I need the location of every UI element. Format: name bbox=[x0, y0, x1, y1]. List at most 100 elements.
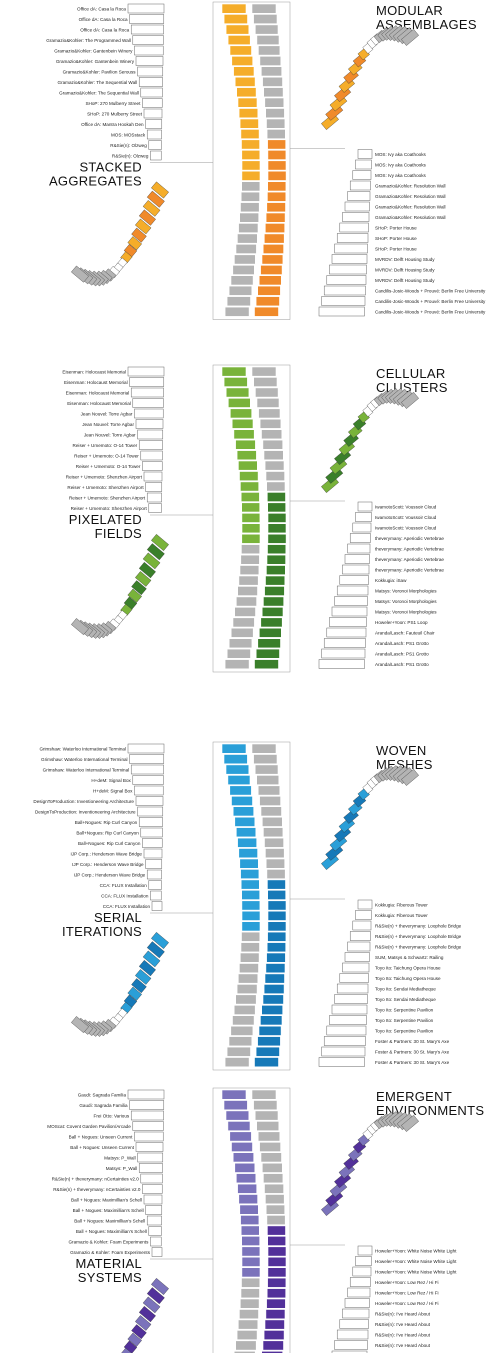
project-label: R&Sie(n) + theverymany: Loophole Bridge bbox=[375, 944, 462, 949]
project-label: Gramazio&Kohler: The Programmed Wall bbox=[46, 38, 131, 43]
band-segment bbox=[236, 450, 257, 461]
project-box bbox=[127, 3, 165, 14]
band-segment bbox=[267, 523, 287, 534]
band-segment bbox=[267, 512, 287, 523]
project-label: Howeler+Yoon: Low Rez / Hi Fi bbox=[375, 1280, 439, 1285]
project-label: Gramazio & Kohler: Foam Experiments bbox=[68, 1239, 149, 1244]
band-segment bbox=[239, 565, 260, 575]
band-segment bbox=[267, 931, 287, 942]
project-box bbox=[148, 1226, 162, 1236]
project-box bbox=[129, 377, 165, 387]
project-label: R&Sie(n) + theverymany: Loophole Bridge bbox=[375, 934, 462, 939]
band-segment bbox=[254, 1110, 279, 1121]
band-segment bbox=[251, 3, 277, 14]
band-segment bbox=[221, 3, 247, 14]
project-label: Gramazio & Kohler: Foam Experiments bbox=[70, 1250, 151, 1255]
project-box bbox=[140, 87, 163, 98]
project-box bbox=[145, 859, 163, 869]
project-box bbox=[143, 471, 163, 482]
project-box bbox=[151, 901, 163, 911]
project-box bbox=[130, 1110, 164, 1121]
band-segment bbox=[257, 285, 281, 296]
band-segment bbox=[241, 910, 261, 921]
band-segment bbox=[266, 1298, 286, 1309]
band-segment bbox=[233, 1004, 256, 1015]
band-segment bbox=[239, 1204, 259, 1215]
project-box bbox=[326, 1025, 367, 1036]
project-label: R&Sie(n) + theverymany: nCertainties v2.… bbox=[52, 1176, 140, 1181]
band-segment bbox=[241, 1277, 261, 1288]
band-segment bbox=[267, 191, 287, 202]
band-segment bbox=[253, 14, 278, 24]
band-segment bbox=[264, 586, 285, 596]
project-label: Howeler+Yoon: White Noise White Light bbox=[375, 1248, 457, 1253]
band-segment bbox=[239, 1309, 259, 1320]
band-segment bbox=[228, 285, 253, 296]
ribbon-segment bbox=[127, 588, 142, 603]
band-segment bbox=[267, 1277, 287, 1288]
project-box bbox=[357, 899, 373, 910]
project-box bbox=[142, 1184, 163, 1194]
project-label: Kokkugia: Fiberous Tower bbox=[375, 913, 428, 918]
band-segment bbox=[258, 627, 282, 638]
title-line: WOVEN bbox=[376, 743, 427, 758]
band-segment bbox=[265, 963, 286, 974]
band-segment bbox=[267, 879, 286, 890]
project-label: MOScat: Covent Garden Pavilion/Arcade bbox=[47, 1124, 131, 1129]
project-label: Grimshaw: Waterloo International Termina… bbox=[39, 746, 126, 751]
ribbon-segment bbox=[138, 1306, 156, 1323]
band-segment bbox=[224, 659, 250, 670]
band-segment bbox=[226, 1046, 251, 1057]
ribbon-segment bbox=[138, 562, 156, 579]
ribbon-icon-bottom bbox=[71, 534, 169, 639]
band-segment bbox=[238, 1319, 259, 1330]
project-box bbox=[146, 129, 162, 140]
band-segment bbox=[230, 627, 254, 638]
band-segment bbox=[259, 418, 282, 429]
project-label: MVRDV: Delft Housing Study bbox=[375, 278, 435, 283]
project-box bbox=[135, 796, 164, 806]
project-label: DesignToProduction: Inventioneering Arch… bbox=[35, 809, 136, 814]
project-label: Ball + Nogues: Maximillian's Schell bbox=[76, 1229, 147, 1234]
ribbon-segment bbox=[138, 960, 156, 977]
project-label: Howeler+Yoon: Low Rez / Hi Fi bbox=[375, 1290, 439, 1295]
band-segment bbox=[266, 942, 287, 953]
band-segment bbox=[235, 1340, 257, 1351]
band-segment bbox=[238, 848, 258, 859]
project-box bbox=[342, 962, 370, 973]
project-label: R&Sie(n): I've Heard About bbox=[375, 1332, 431, 1337]
band-segment bbox=[240, 554, 260, 565]
band-segment bbox=[261, 606, 284, 617]
band-segment bbox=[258, 45, 281, 56]
project-label: Howeler+Yoon: PS1 Loop bbox=[375, 620, 428, 625]
project-box bbox=[334, 1340, 368, 1350]
project-label: Kokkugia: iSaw bbox=[375, 578, 407, 583]
band-segment bbox=[234, 816, 256, 827]
band-segment bbox=[235, 244, 257, 254]
ribbon-segment bbox=[71, 1016, 89, 1034]
project-box bbox=[357, 501, 373, 512]
project-label: Foster & Partners: 30 St. Mary's Axe bbox=[375, 1049, 450, 1054]
project-box bbox=[355, 910, 372, 920]
project-label: IJP Corp.: Henderson Wave Bridge bbox=[74, 872, 146, 877]
section-3: Grimshaw: Waterloo International Termina… bbox=[33, 741, 462, 1071]
band-segment bbox=[255, 1046, 280, 1057]
project-label: Ball + Nogues: Maximillian's Schell bbox=[74, 1218, 145, 1223]
project-box bbox=[331, 1350, 368, 1353]
project-box bbox=[318, 1057, 365, 1067]
band-segment bbox=[223, 377, 248, 387]
band-segment bbox=[258, 408, 281, 419]
band-segment bbox=[266, 565, 286, 575]
band-segment bbox=[267, 150, 287, 160]
band-segment bbox=[241, 139, 260, 150]
project-box bbox=[137, 1152, 164, 1163]
project-label: Toyo Ito: Serpentine Pavilion bbox=[375, 1028, 434, 1033]
band-segment bbox=[239, 471, 259, 481]
project-box bbox=[323, 638, 366, 648]
project-box bbox=[150, 890, 162, 901]
band-segment bbox=[262, 439, 283, 450]
project-box bbox=[142, 98, 163, 108]
project-box bbox=[130, 764, 164, 775]
project-box bbox=[145, 1205, 163, 1215]
band-segment bbox=[258, 275, 282, 286]
